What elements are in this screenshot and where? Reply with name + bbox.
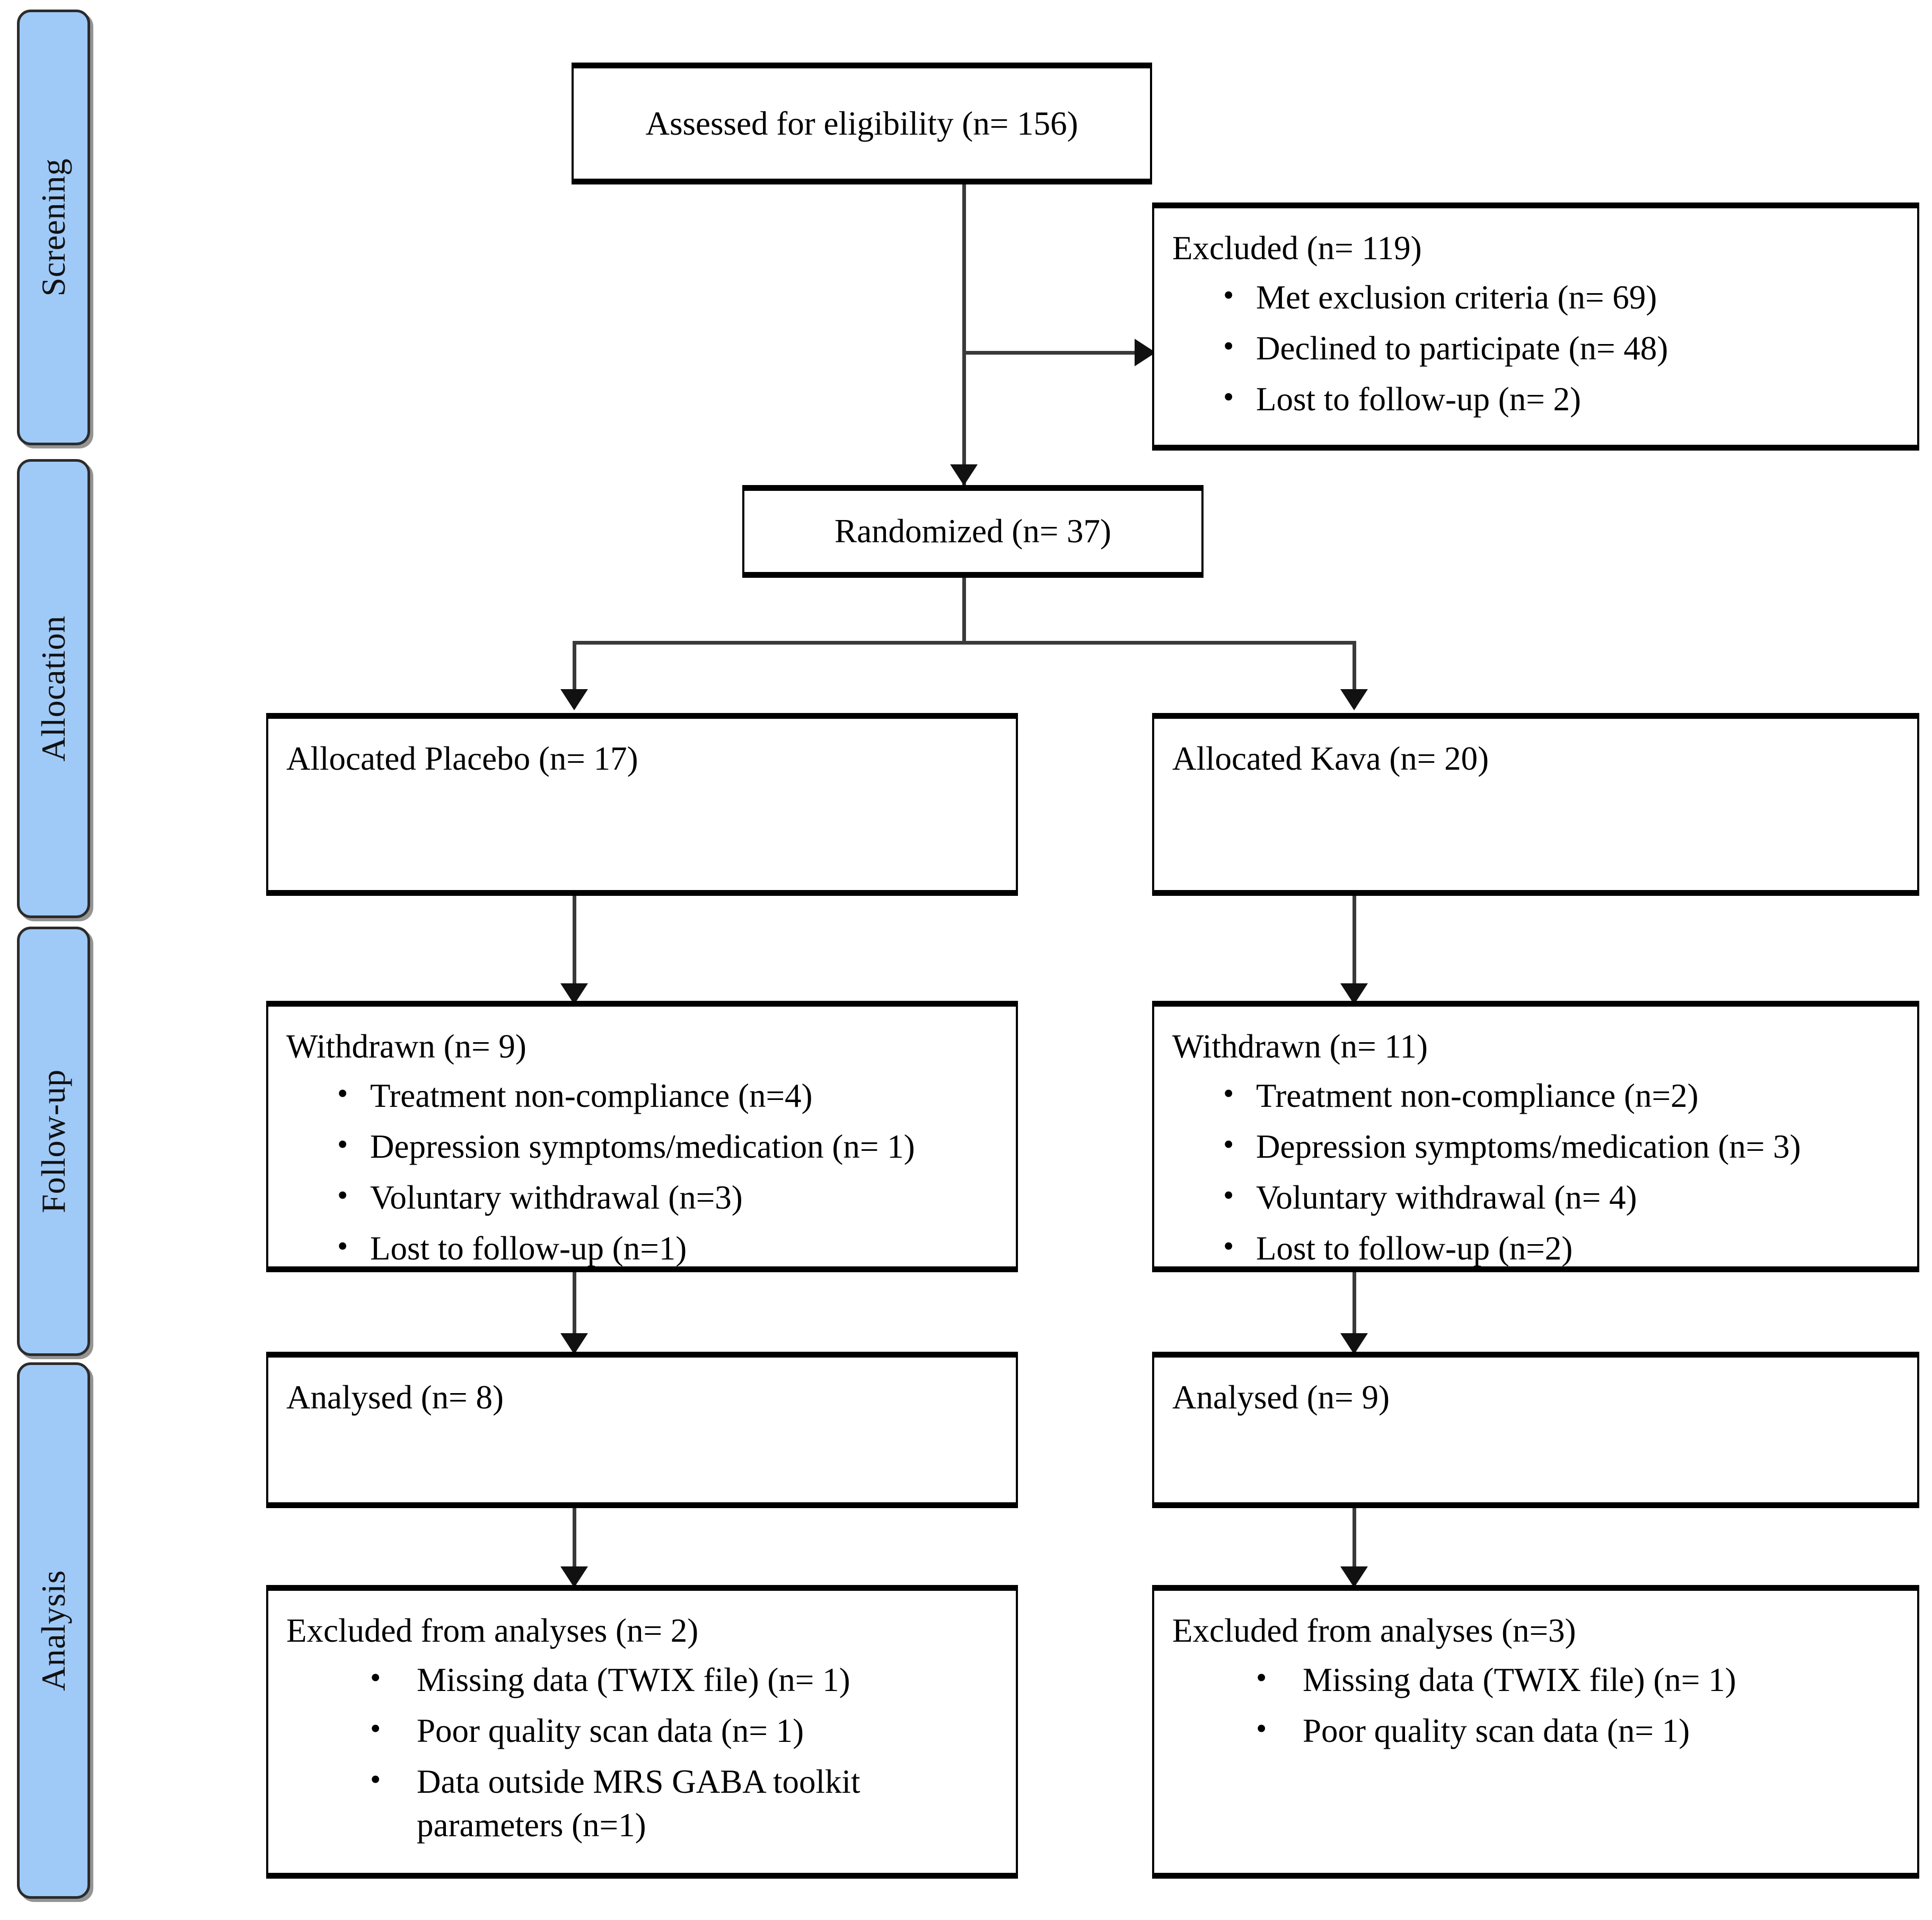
list-item: Voluntary withdrawal (n= 4) xyxy=(1223,1175,1899,1220)
connector-placebo-analysed-to-excluded xyxy=(573,1508,576,1585)
list-item: Met exclusion criteria (n= 69) xyxy=(1223,275,1899,320)
list-item: Treatment non-compliance (n=2) xyxy=(1223,1073,1899,1118)
node-withdrawn-kava: Withdrawn (n= 11) Treatment non-complian… xyxy=(1152,1001,1919,1272)
node-excluded-analyses-kava-bullet-list: Missing data (TWIX file) (n= 1) Poor qua… xyxy=(1172,1658,1899,1753)
list-item: Lost to follow-up (n=1) xyxy=(337,1226,998,1271)
node-excluded-analyses-kava-head: Excluded from analyses (n=3) xyxy=(1172,1612,1576,1649)
list-item: Missing data (TWIX file) (n= 1) xyxy=(1256,1658,1899,1702)
list-item: Depression symptoms/medication (n= 3) xyxy=(1223,1124,1899,1169)
list-item: Poor quality scan data (n= 1) xyxy=(1256,1708,1899,1753)
node-analysed-placebo-head: Analysed (n= 8) xyxy=(286,1379,504,1416)
list-item: Lost to follow-up (n=2) xyxy=(1223,1226,1899,1271)
connector-assessed-spine xyxy=(962,183,966,485)
node-allocated-placebo: Allocated Placebo (n= 17) xyxy=(266,713,1018,896)
node-excluded-from-analyses-kava: Excluded from analyses (n=3) Missing dat… xyxy=(1152,1585,1919,1879)
stage-panel-followup: Follow-up xyxy=(17,927,90,1356)
stage-label-allocation: Allocation xyxy=(34,615,72,762)
connector-assessed-to-excluded xyxy=(962,351,1137,355)
node-excluded-analyses-placebo-bullet-list: Missing data (TWIX file) (n= 1) Poor qua… xyxy=(286,1658,998,1847)
list-item: Depression symptoms/medication (n= 1) xyxy=(337,1124,998,1169)
node-analysed-placebo: Analysed (n= 8) xyxy=(266,1352,1018,1508)
list-item: Poor quality scan data (n= 1) xyxy=(370,1708,998,1753)
node-assessed-for-eligibility: Assessed for eligibility (n= 156) xyxy=(572,63,1152,184)
arrowhead-to-randomized xyxy=(950,464,978,486)
connector-placebo-alloc-to-withdrawn xyxy=(573,896,576,1002)
connector-split-right-drop xyxy=(1353,641,1356,708)
connector-split-left-drop xyxy=(573,641,576,708)
node-allocated-placebo-head: Allocated Placebo (n= 17) xyxy=(286,740,638,777)
arrowhead-to-excluded-analyses-kava xyxy=(1340,1566,1368,1588)
arrowhead-to-allocated-placebo xyxy=(560,689,588,710)
node-withdrawn-kava-bullet-list: Treatment non-compliance (n=2) Depressio… xyxy=(1172,1073,1899,1271)
node-excluded: Excluded (n= 119) Met exclusion criteria… xyxy=(1152,202,1919,451)
stage-label-screening: Screening xyxy=(34,158,72,297)
stage-panel-screening: Screening xyxy=(17,10,90,445)
node-excluded-bullet-list: Met exclusion criteria (n= 69) Declined … xyxy=(1172,275,1899,421)
list-item: Lost to follow-up (n= 2) xyxy=(1223,377,1899,421)
connector-randomized-spine xyxy=(962,577,966,643)
node-withdrawn-placebo-bullet-list: Treatment non-compliance (n=4) Depressio… xyxy=(286,1073,998,1271)
node-assessed-head: Assessed for eligibility (n= 156) xyxy=(645,104,1078,142)
list-item: Data outside MRS GABA toolkit parameters… xyxy=(370,1759,998,1847)
connector-allocation-split-bar xyxy=(573,641,1356,645)
list-item: Treatment non-compliance (n=4) xyxy=(337,1073,998,1118)
node-analysed-kava-head: Analysed (n= 9) xyxy=(1172,1379,1390,1416)
arrowhead-to-analysed-kava xyxy=(1340,1333,1368,1354)
arrowhead-to-analysed-placebo xyxy=(560,1333,588,1354)
list-item: Declined to participate (n= 48) xyxy=(1223,326,1899,371)
node-withdrawn-kava-head: Withdrawn (n= 11) xyxy=(1172,1028,1428,1065)
node-allocated-kava-head: Allocated Kava (n= 20) xyxy=(1172,740,1489,777)
stage-label-followup: Follow-up xyxy=(34,1069,72,1213)
stage-label-analysis: Analysis xyxy=(34,1570,72,1691)
connector-kava-analysed-to-excluded xyxy=(1353,1508,1356,1585)
node-withdrawn-placebo: Withdrawn (n= 9) Treatment non-complianc… xyxy=(266,1001,1018,1272)
node-analysed-kava: Analysed (n= 9) xyxy=(1152,1352,1919,1508)
node-excluded-head: Excluded (n= 119) xyxy=(1172,230,1422,267)
list-item: Missing data (TWIX file) (n= 1) xyxy=(370,1658,998,1702)
list-item: Voluntary withdrawal (n=3) xyxy=(337,1175,998,1220)
node-excluded-analyses-placebo-head: Excluded from analyses (n= 2) xyxy=(286,1612,699,1649)
stage-panel-allocation: Allocation xyxy=(17,459,90,918)
node-excluded-from-analyses-placebo: Excluded from analyses (n= 2) Missing da… xyxy=(266,1585,1018,1879)
arrowhead-to-allocated-kava xyxy=(1340,689,1368,710)
arrowhead-to-excluded-analyses-placebo xyxy=(560,1566,588,1588)
connector-placebo-withdrawn-to-analysed xyxy=(573,1272,576,1352)
node-randomized: Randomized (n= 37) xyxy=(742,485,1204,578)
node-randomized-head: Randomized (n= 37) xyxy=(835,513,1111,550)
connector-kava-alloc-to-withdrawn xyxy=(1353,896,1356,1002)
node-withdrawn-placebo-head: Withdrawn (n= 9) xyxy=(286,1028,526,1065)
stage-panel-analysis: Analysis xyxy=(17,1362,90,1899)
node-allocated-kava: Allocated Kava (n= 20) xyxy=(1152,713,1919,896)
connector-kava-withdrawn-to-analysed xyxy=(1353,1272,1356,1352)
